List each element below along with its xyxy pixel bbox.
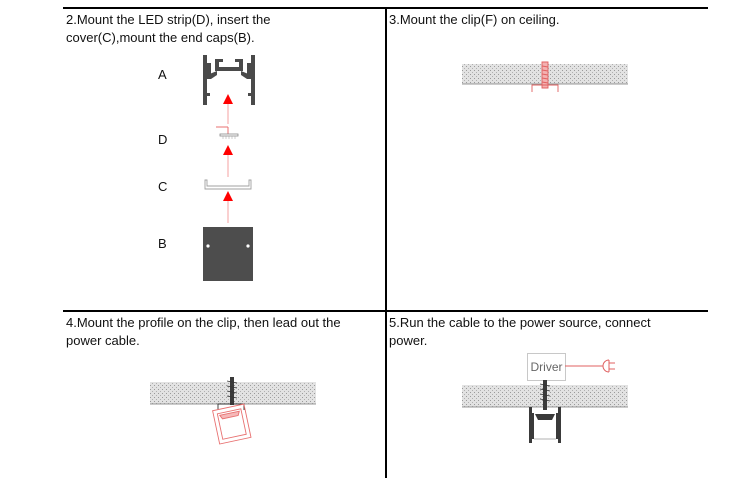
led-strip-d-icon xyxy=(216,126,239,139)
step-2-line-2: cover(C),mount the end caps(B). xyxy=(66,30,255,45)
arrow-up-icon xyxy=(223,94,233,124)
step-4-line-2: power cable. xyxy=(66,333,140,348)
table-column-divider xyxy=(385,7,387,478)
driver-box: Driver xyxy=(527,353,566,381)
step-2-line-1: 2.Mount the LED strip(D), insert the xyxy=(66,12,271,27)
arrow-up-icon xyxy=(223,191,233,223)
step-5-line-2: power. xyxy=(389,333,428,348)
step-4-line-1: 4.Mount the profile on the clip, then le… xyxy=(66,315,341,330)
ceiling-with-clip-icon xyxy=(462,61,628,92)
step-5-cell: 5.Run the cable to the power source, con… xyxy=(387,312,708,478)
step-3-line-1: 3.Mount the clip(F) on ceiling. xyxy=(389,12,560,27)
step-4-text: 4.Mount the profile on the clip, then le… xyxy=(66,314,341,350)
driver-label: Driver xyxy=(530,360,563,374)
end-cap-b-icon xyxy=(203,227,253,281)
profile-a-icon xyxy=(203,55,255,105)
arrow-up-icon xyxy=(223,145,233,177)
part-label-d: D xyxy=(158,132,168,147)
step-5-line-1: 5.Run the cable to the power source, con… xyxy=(389,315,651,330)
part-label-a: A xyxy=(158,67,167,82)
ceiling-installed-profile-icon xyxy=(462,380,628,443)
power-plug-icon xyxy=(565,359,615,373)
cover-c-icon xyxy=(204,179,252,190)
part-label-b: B xyxy=(158,236,167,251)
step-3-cell: 3.Mount the clip(F) on ceiling. xyxy=(387,9,708,310)
ceiling-profile-mounting-icon xyxy=(150,377,316,445)
step-5-text: 5.Run the cable to the power source, con… xyxy=(389,314,651,350)
step-2-cell: 2.Mount the LED strip(D), insert the cov… xyxy=(63,9,385,310)
step-2-text: 2.Mount the LED strip(D), insert the cov… xyxy=(66,11,270,47)
step-4-cell: 4.Mount the profile on the clip, then le… xyxy=(63,312,385,478)
part-label-c: C xyxy=(158,179,168,194)
step-3-text: 3.Mount the clip(F) on ceiling. xyxy=(389,11,560,29)
